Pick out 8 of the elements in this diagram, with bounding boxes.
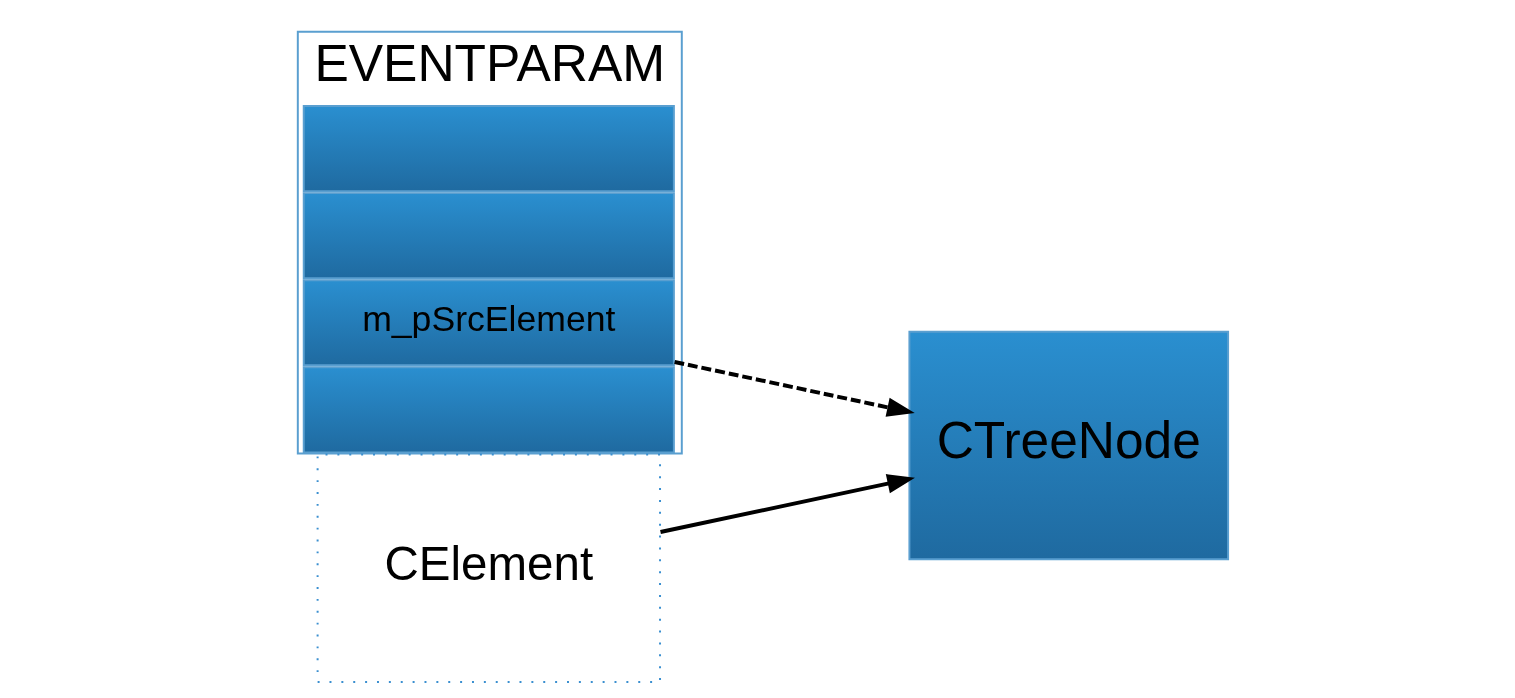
node-box bbox=[302, 366, 675, 454]
arrow bbox=[673, 360, 915, 417]
node-box: CElement bbox=[316, 453, 661, 683]
node-box bbox=[302, 192, 675, 280]
node-box: CTreeNode bbox=[907, 330, 1229, 561]
node-box: m_pSrcElement bbox=[302, 279, 675, 367]
arrow bbox=[659, 474, 915, 534]
node-box bbox=[302, 105, 675, 193]
